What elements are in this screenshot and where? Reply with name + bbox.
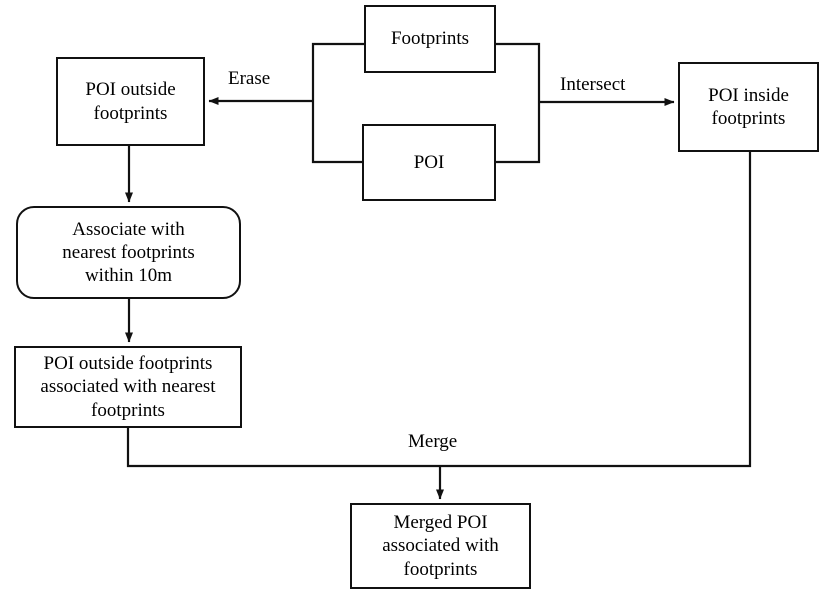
node-poi-outside-footprints[interactable]: POI outside footprints <box>56 57 205 146</box>
node-poi-outside-footprints-label: POI outside footprints <box>85 79 176 124</box>
node-poi[interactable]: POI <box>362 124 496 201</box>
node-associate-nearest-footprints-label: Associate with nearest footprints within… <box>62 218 195 287</box>
node-poi-outside-associated-label: POI outside footprints associated with n… <box>40 353 216 421</box>
node-footprints-label: Footprints <box>390 28 470 50</box>
edge-label-erase: Erase <box>228 68 271 89</box>
edge-label-intersect: Intersect <box>560 74 626 95</box>
edge-label-merge: Merge <box>408 431 458 452</box>
node-associate-nearest-footprints[interactable]: Associate with nearest footprints within… <box>16 206 241 299</box>
node-merged-poi[interactable]: Merged POI associated with footprints <box>350 503 531 589</box>
connector-source-bracket-left <box>311 42 364 164</box>
node-footprints[interactable]: Footprints <box>364 5 496 73</box>
connector-source-bracket-right <box>496 42 541 164</box>
node-poi-outside-associated[interactable]: POI outside footprints associated with n… <box>14 346 242 428</box>
node-poi-inside-footprints-label: POI inside footprints <box>708 84 789 129</box>
node-poi-inside-footprints[interactable]: POI inside footprints <box>678 62 819 152</box>
connector-merge-left-branch <box>126 428 440 468</box>
node-merged-poi-label: Merged POI associated with footprints <box>382 512 499 580</box>
node-poi-label: POI <box>413 151 445 173</box>
